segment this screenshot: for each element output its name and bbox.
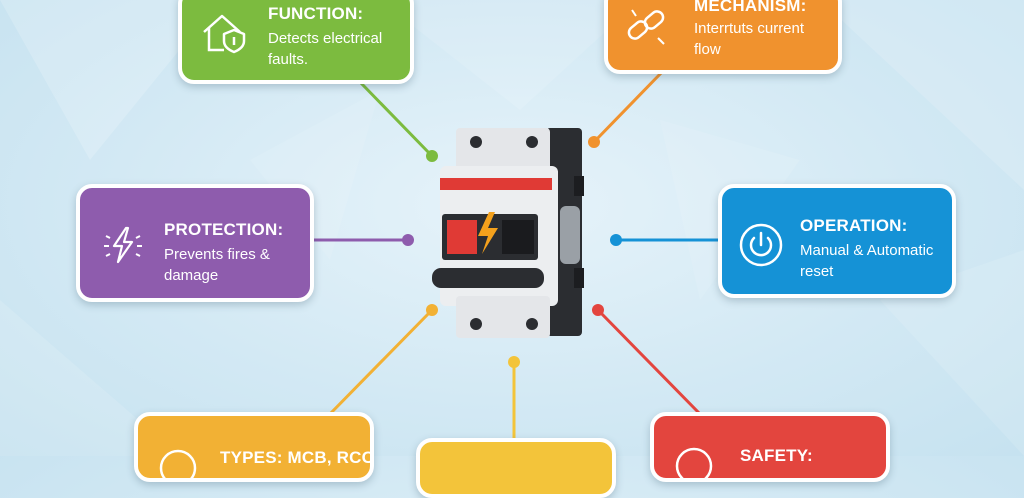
operation-line-1: Manual & Automatic (800, 242, 934, 259)
mechanism-title: MECHANISM: (694, 0, 807, 15)
screw-icon (470, 318, 482, 330)
mechanism-line-2: flow (694, 41, 721, 58)
connector-safety (596, 308, 702, 416)
breaker-handle (432, 268, 544, 288)
connector-dot-operation (610, 234, 622, 246)
connector-dot-mechanism (588, 136, 600, 148)
broken-chain-icon (624, 4, 670, 55)
safety-card: SAFETY: (650, 412, 890, 482)
function-line-1: Detects electrical (268, 30, 383, 47)
circle-icon (674, 446, 714, 478)
connector-types (324, 308, 434, 420)
power-icon (738, 222, 784, 273)
mechanism-description: Interrtuts current flow (694, 18, 838, 60)
types-title: TYPES: MCB, RCCB (220, 448, 374, 467)
house-shield-icon (200, 10, 248, 59)
connector-function (358, 80, 434, 158)
background-facets (0, 0, 1024, 456)
breaker-bottom-terminal (456, 296, 550, 338)
function-card: FUNCTION: Detects electrical faults. (178, 0, 414, 84)
protection-line-2: damage (164, 267, 219, 284)
connector-dot-protection (402, 234, 414, 246)
protection-description: Prevents fires & damage (164, 244, 310, 286)
protection-line-1: Prevents fires & (164, 246, 270, 263)
mechanism-card: MECHANISM: Interrtuts current flow (604, 0, 842, 74)
screw-icon (526, 136, 538, 148)
screw-icon (470, 136, 482, 148)
screw-icon (526, 318, 538, 330)
connector-dot-safety (592, 304, 604, 316)
operation-line-2: reset (800, 263, 834, 280)
protection-title: PROTECTION: (164, 220, 284, 239)
connector-dot-function (426, 150, 438, 162)
circle-icon (158, 448, 198, 478)
connector-dot-types (426, 304, 438, 316)
breaker-side-slot (560, 206, 580, 264)
protection-card: PROTECTION: Prevents fires & damage (76, 184, 314, 302)
connector-mechanism (592, 68, 666, 144)
breaker-red-stripe (440, 178, 552, 190)
circuit-breaker-illustration (432, 128, 584, 338)
breaker-toggle-off (502, 220, 534, 254)
types-card: TYPES: MCB, RCCB (134, 412, 374, 482)
safety-title: SAFETY: (740, 446, 813, 465)
function-description: Detects electrical faults. (268, 28, 410, 70)
lightning-burst-icon (100, 222, 146, 273)
operation-description: Manual & Automatic reset (800, 240, 952, 282)
function-title: FUNCTION: (268, 4, 364, 23)
function-line-2: faults. (268, 51, 309, 68)
operation-title: OPERATION: (800, 216, 908, 235)
operation-card: OPERATION: Manual & Automatic reset (718, 184, 956, 298)
breaker-toggle-on (447, 220, 477, 254)
lightning-bolt-icon (478, 212, 498, 254)
connector-lines (314, 68, 720, 440)
mechanism-line-1: Interrtuts current (694, 20, 805, 37)
center-bottom-card (416, 438, 616, 498)
connector-dot-center-bottom (508, 356, 520, 368)
